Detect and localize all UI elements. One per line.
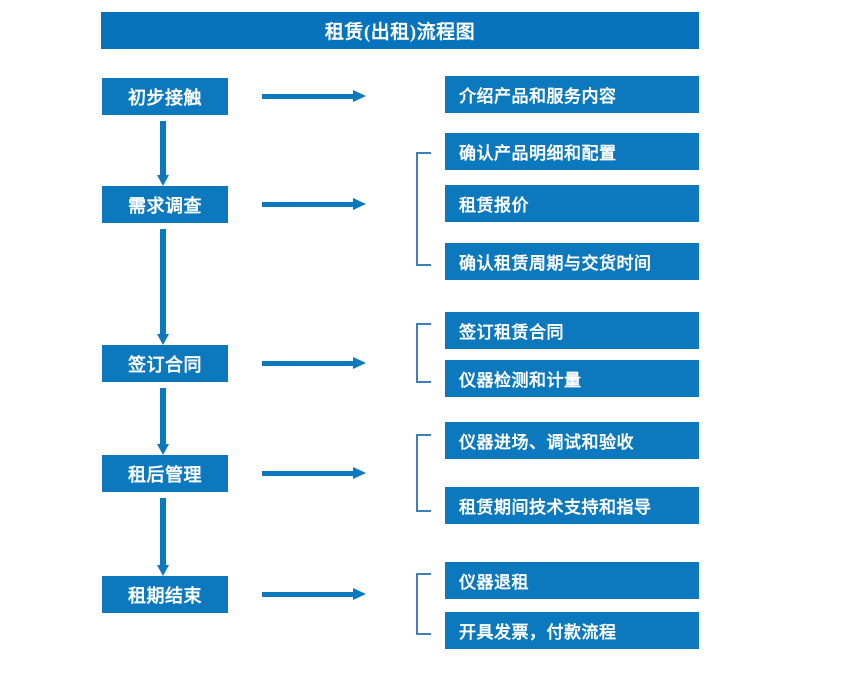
detail-box-tech-support-guidance[interactable]: 租赁期间技术支持和指导 bbox=[445, 487, 699, 524]
horizontal-arrow-2 bbox=[262, 196, 366, 212]
detail-box-sign-rental-contract[interactable]: 签订租赁合同 bbox=[445, 312, 699, 349]
stage-box-initial-contact[interactable]: 初步接触 bbox=[102, 78, 228, 115]
group-bracket-rental-end bbox=[416, 573, 431, 635]
horizontal-arrow-3 bbox=[262, 355, 366, 371]
stage-box-needs-survey[interactable]: 需求调查 bbox=[102, 186, 228, 223]
vertical-arrow-1 bbox=[155, 121, 171, 186]
stage-box-sign-contract[interactable]: 签订合同 bbox=[102, 345, 228, 382]
detail-box-instrument-return[interactable]: 仪器退租 bbox=[445, 562, 699, 599]
vertical-arrow-3 bbox=[155, 388, 171, 455]
horizontal-arrow-1 bbox=[262, 88, 366, 104]
detail-box-rental-quote[interactable]: 租赁报价 bbox=[445, 185, 699, 222]
group-bracket-post-rental-mgmt bbox=[416, 434, 431, 512]
chart-title: 租赁(出租)流程图 bbox=[101, 12, 699, 49]
detail-box-confirm-period-delivery[interactable]: 确认租赁周期与交货时间 bbox=[445, 243, 699, 280]
vertical-arrow-2 bbox=[155, 229, 171, 345]
detail-box-invoice-payment-process[interactable]: 开具发票，付款流程 bbox=[445, 612, 699, 649]
horizontal-arrow-5 bbox=[262, 586, 366, 602]
group-bracket-sign-contract bbox=[416, 323, 431, 383]
horizontal-arrow-4 bbox=[262, 465, 366, 481]
group-bracket-needs-survey bbox=[416, 152, 431, 266]
detail-box-confirm-product-config[interactable]: 确认产品明细和配置 bbox=[445, 133, 699, 170]
vertical-arrow-4 bbox=[155, 498, 171, 576]
stage-box-post-rental-mgmt[interactable]: 租后管理 bbox=[102, 455, 228, 492]
detail-box-onsite-debug-acceptance[interactable]: 仪器进场、调试和验收 bbox=[445, 422, 699, 459]
stage-box-rental-end[interactable]: 租期结束 bbox=[102, 576, 228, 613]
detail-box-instrument-test-metering[interactable]: 仪器检测和计量 bbox=[445, 360, 699, 397]
detail-box-intro-products-services[interactable]: 介绍产品和服务内容 bbox=[445, 76, 699, 113]
